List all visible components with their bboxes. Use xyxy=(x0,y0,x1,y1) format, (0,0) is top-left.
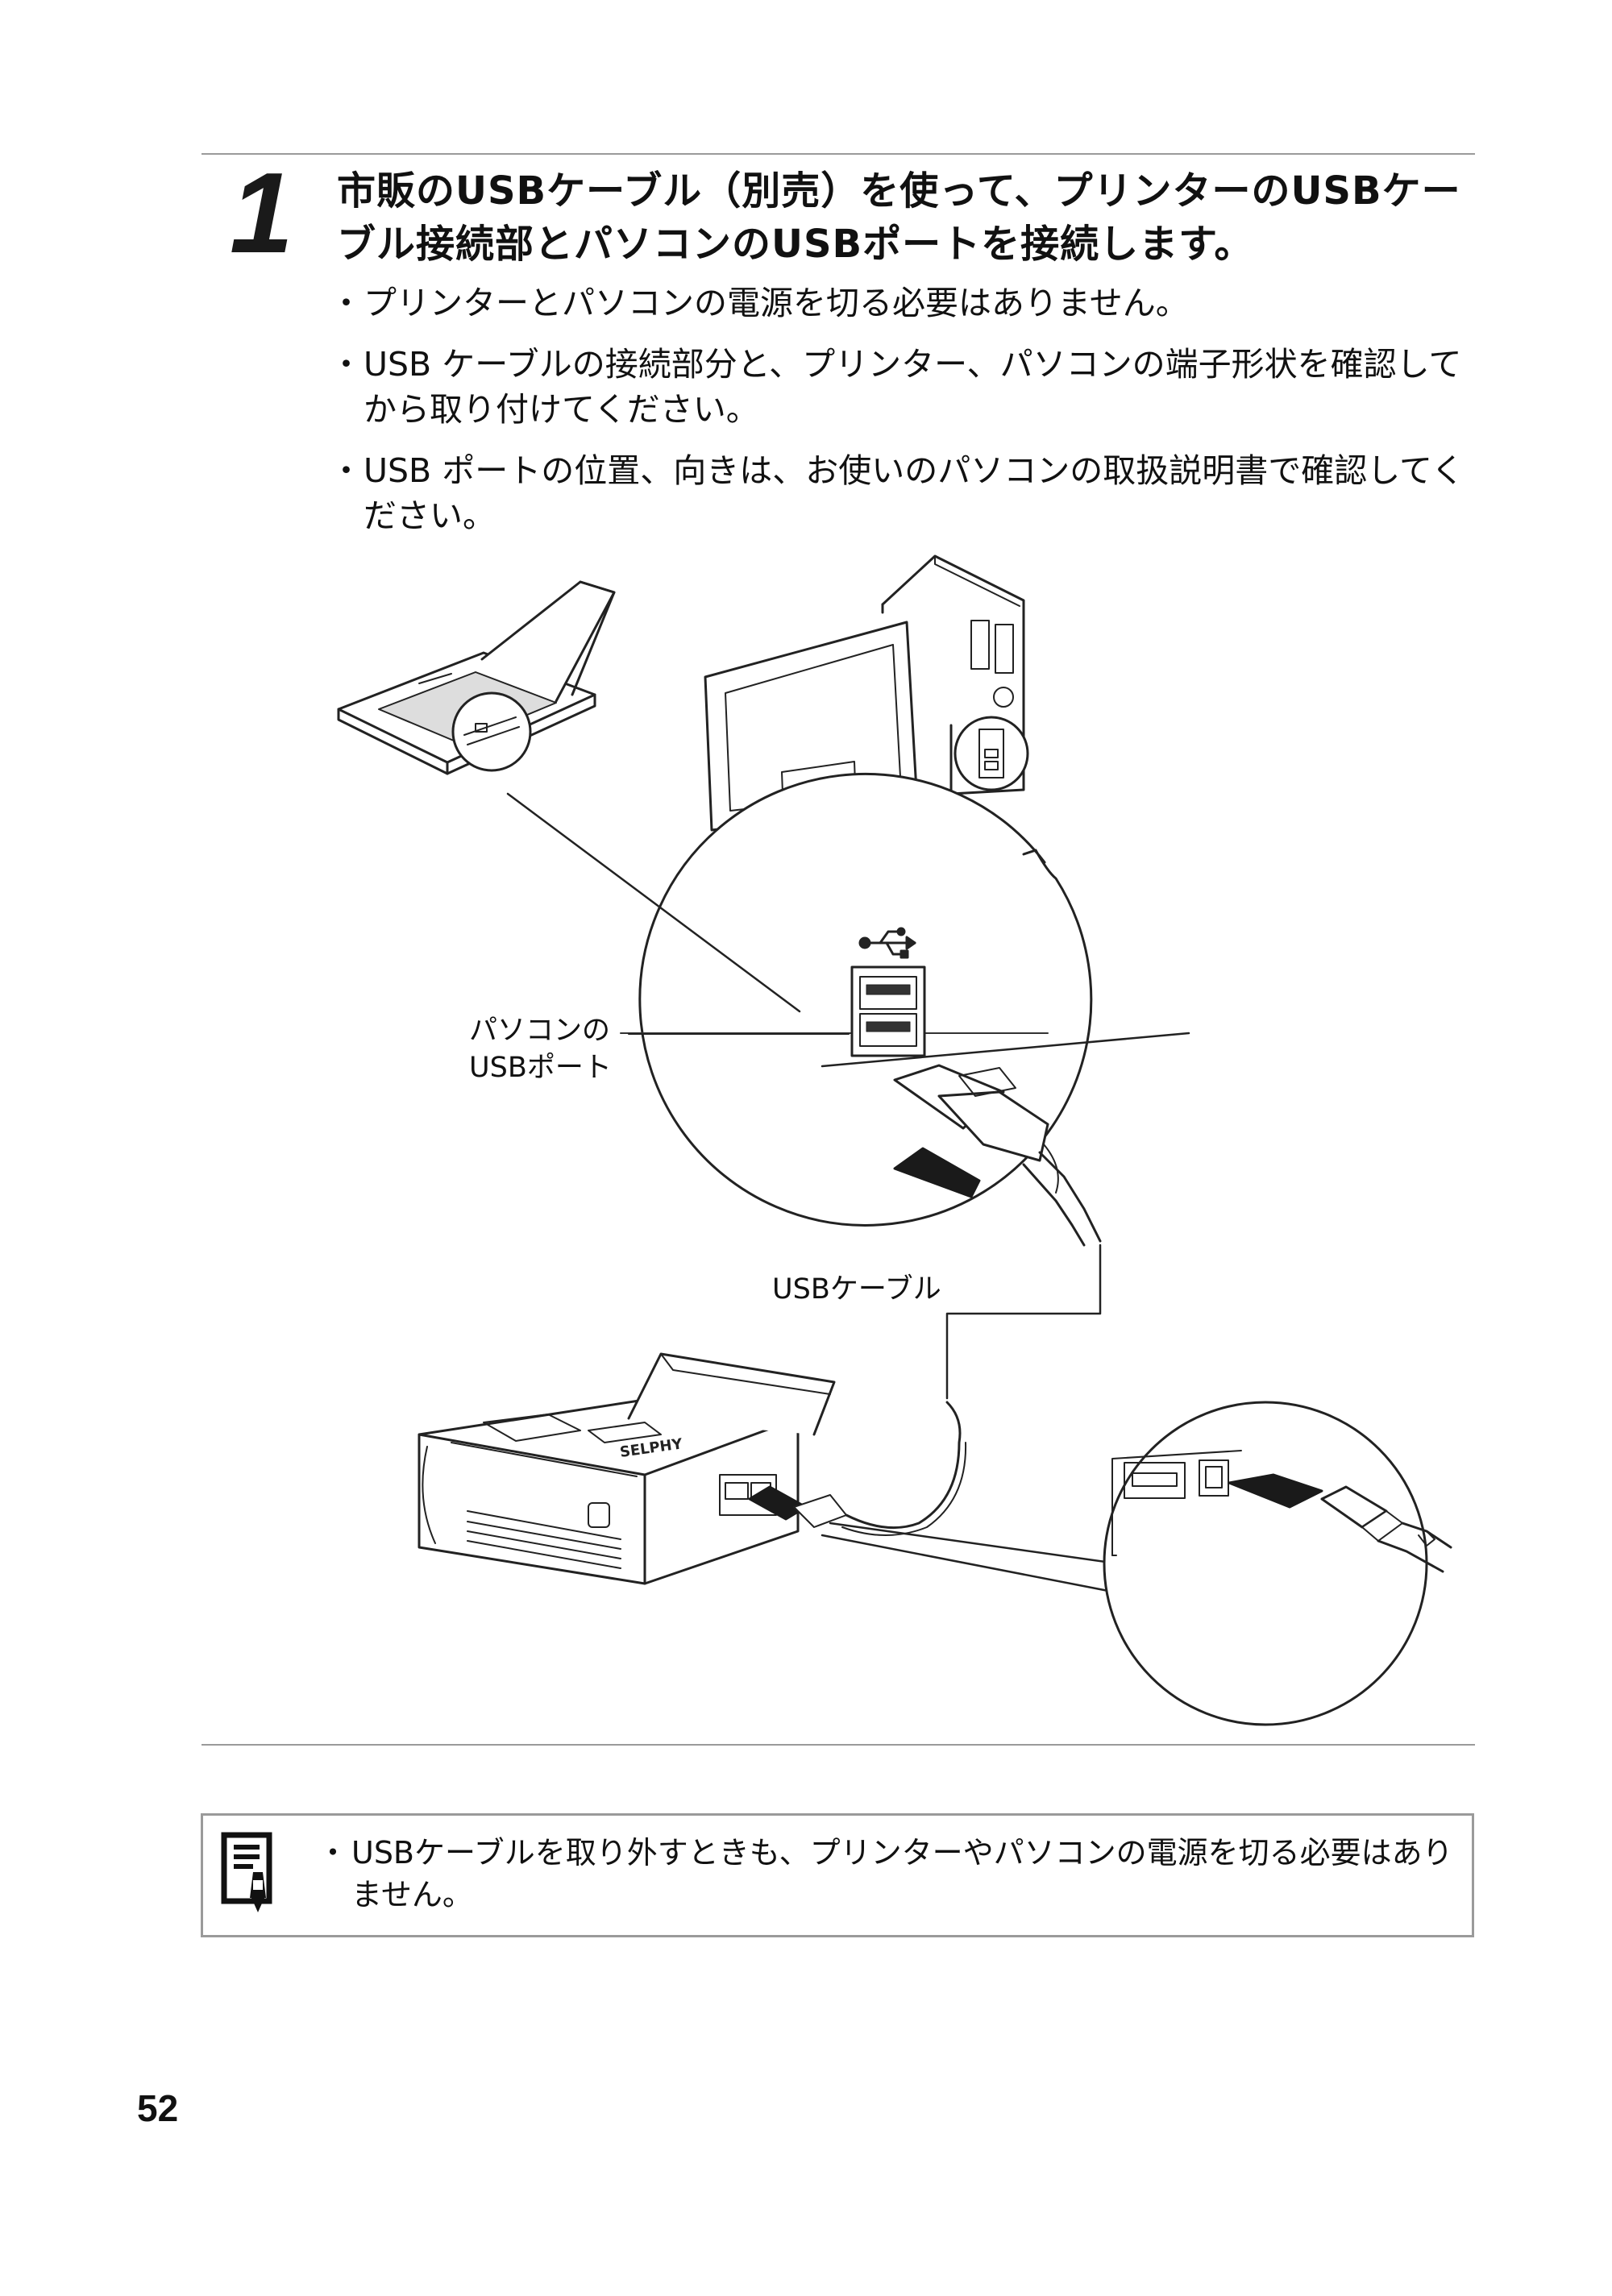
insert-arrow-icon xyxy=(893,1147,981,1198)
desktop-zoom-circle xyxy=(953,716,1029,791)
top-divider xyxy=(202,153,1475,155)
insert-arrow-icon xyxy=(1228,1473,1323,1509)
usb-port-label: パソコンの USBポート xyxy=(469,1012,612,1086)
note-memo-icon xyxy=(221,1832,272,1912)
usb-a-plug-icon xyxy=(893,1064,1102,1247)
usb-port-label-line2: USBポート xyxy=(469,1052,612,1084)
laptop-zoom-circle xyxy=(451,691,532,772)
bullet-item: USB ポートの位置、向きは、お使いのパソコンの取扱説明書で確認してください。 xyxy=(330,448,1471,538)
usb-b-plug-icon xyxy=(1320,1485,1452,1573)
usb-cable-label: USBケーブル xyxy=(772,1273,941,1306)
step-number: 1 xyxy=(230,149,293,277)
bottom-divider xyxy=(202,1744,1475,1746)
printer-port-zoom-circle xyxy=(1103,1401,1428,1726)
step-title: 市販のUSBケーブル（別売）を使って、プリンターのUSBケーブル接続部とパソコン… xyxy=(337,168,1461,267)
usb-port-label-line1: パソコンの xyxy=(469,1015,611,1047)
step-bullet-list: プリンターとパソコンの電源を切る必要はありません。 USB ケーブルの接続部分と… xyxy=(330,280,1471,554)
bullet-item: プリンターとパソコンの電源を切る必要はありません。 xyxy=(330,280,1471,326)
note-text: USBケーブルを取り外すときも、プリンターやパソコンの電源を切る必要はありません… xyxy=(318,1832,1455,1916)
bullet-item: USB ケーブルの接続部分と、プリンター、パソコンの端子形状を確認してから取り付… xyxy=(330,342,1471,432)
note-list: USBケーブルを取り外すときも、プリンターやパソコンの電源を切る必要はありません… xyxy=(318,1832,1455,1916)
printer-icon: SELPHY xyxy=(418,1352,836,1585)
usb-symbol-icon xyxy=(858,927,916,959)
usb-port-icon xyxy=(850,965,926,1057)
page-number: 52 xyxy=(137,2087,179,2129)
note-box: USBケーブルを取り外すときも、プリンターやパソコンの電源を切る必要はありません… xyxy=(201,1813,1474,1937)
